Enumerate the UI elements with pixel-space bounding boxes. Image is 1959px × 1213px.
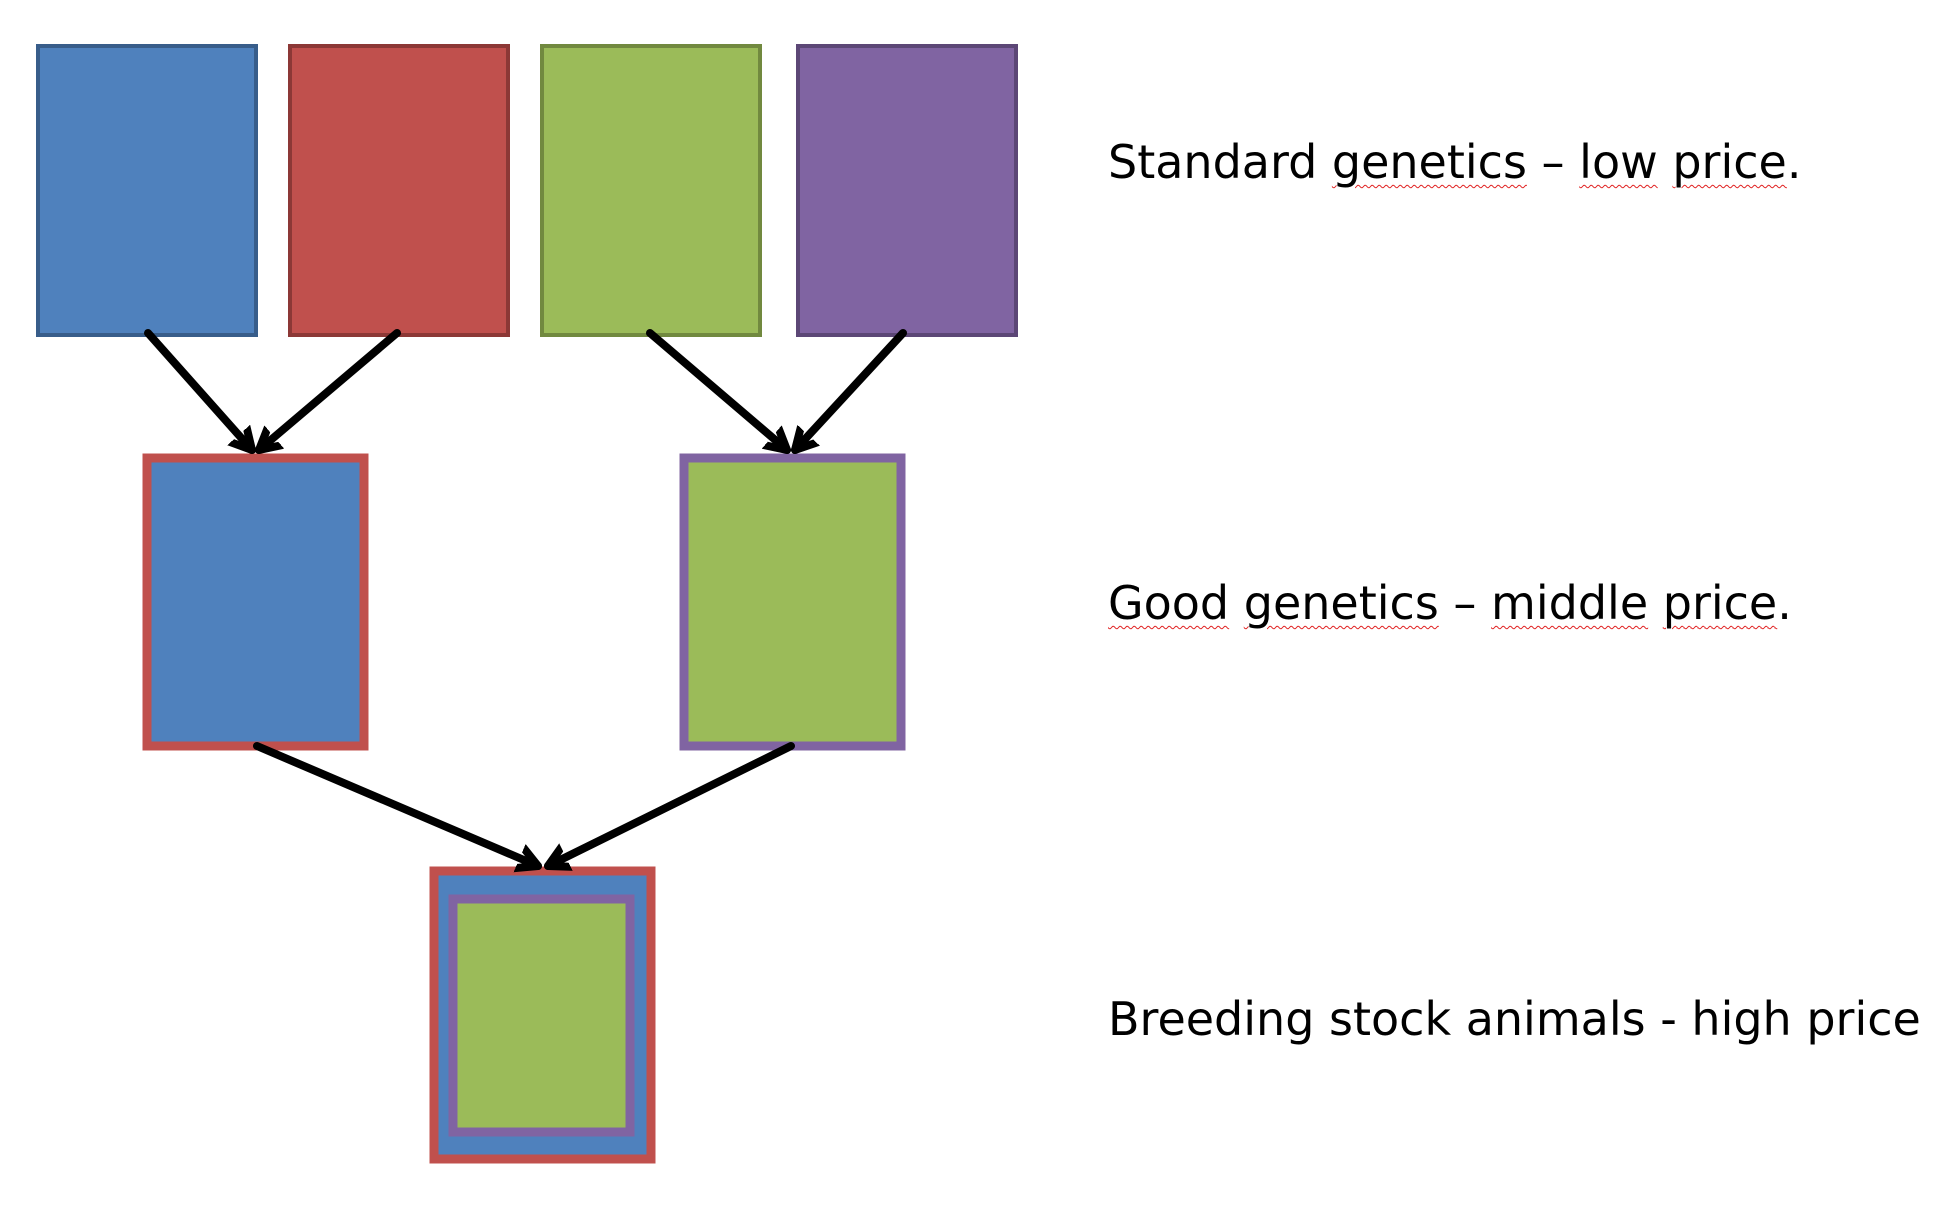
good-green-purple-box — [679, 453, 906, 751]
standard-green-box — [540, 44, 762, 337]
label-text-segment: genetics — [1243, 576, 1439, 630]
label-text-segment: – — [1438, 576, 1492, 630]
arrow-purple-to-good-right — [791, 329, 907, 454]
arrow-good-right-to-breeding — [544, 742, 795, 866]
breeding-inner-box — [448, 894, 635, 1137]
label-text-segment — [1658, 135, 1673, 189]
arrow-green-to-good-right — [646, 329, 791, 454]
label-text-segment — [1648, 576, 1663, 630]
label-text-segment: . — [1777, 576, 1792, 630]
label-text-segment — [1229, 576, 1244, 630]
label-text-segment: price — [1662, 576, 1778, 630]
label-text-segment: middle — [1491, 576, 1649, 630]
arrow-blue-to-good-left — [144, 329, 256, 454]
arrow-red-to-good-left — [255, 329, 401, 454]
arrow-good-left-to-breeding — [253, 742, 542, 866]
label-text-segment: genetics — [1331, 135, 1527, 189]
label-text-segment: Breeding stock animals - high price — [1108, 992, 1921, 1046]
breeding-stock-label: Breeding stock animals - high price — [1108, 996, 1921, 1042]
label-text-segment: Standard — [1108, 135, 1332, 189]
standard-red-box — [288, 44, 510, 337]
label-text-segment: low — [1579, 135, 1658, 189]
label-text-segment: price — [1672, 135, 1787, 189]
standard-purple-box — [796, 44, 1018, 337]
good-genetics-label: Good genetics – middle price. — [1108, 580, 1792, 626]
good-blue-red-box — [142, 453, 369, 751]
standard-genetics-label: Standard genetics – low price. — [1108, 139, 1801, 185]
label-text-segment: Good — [1108, 576, 1230, 630]
label-text-segment: – — [1526, 135, 1580, 189]
standard-blue-box — [36, 44, 258, 337]
label-text-segment: . — [1786, 135, 1802, 189]
